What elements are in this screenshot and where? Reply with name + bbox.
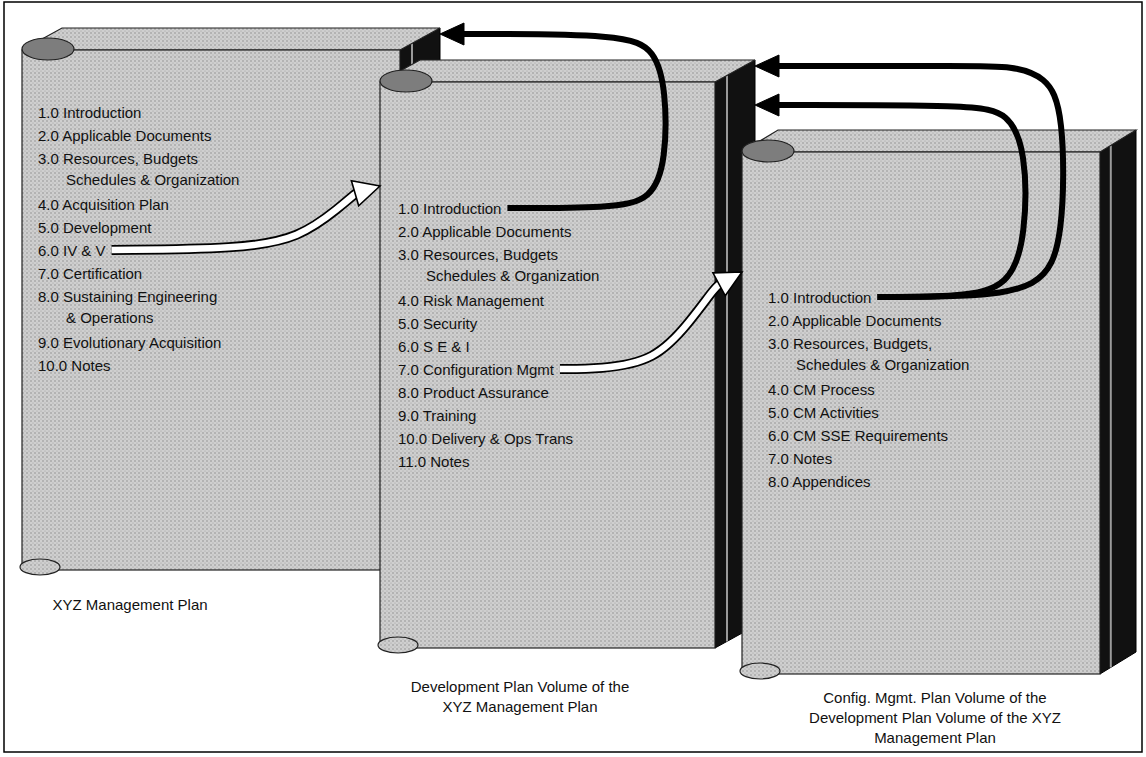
toc-entry-text: 2.0 Applicable Documents — [38, 127, 211, 144]
toc-entry: 11.0 Notes — [398, 451, 475, 472]
toc-entry: 6.0 S E & I — [398, 336, 476, 357]
book-page-edge — [726, 75, 728, 641]
toc-entry-text: 11.0 Notes — [398, 453, 469, 470]
toc-entry: 8.0 Sustaining Engineering & Operations — [38, 286, 229, 328]
toc-entry-text: 7.0 Certification — [38, 265, 142, 282]
toc-entry-text: 10.0 Delivery & Ops Trans — [398, 430, 573, 447]
toc-entry-text: 10.0 Notes — [38, 357, 111, 374]
book-spine — [1100, 130, 1136, 674]
toc-entry: 1.0 Introduction — [768, 287, 877, 308]
book-caption: XYZ Management Plan — [53, 595, 208, 615]
toc-entry: 4.0 Acquisition Plan — [38, 194, 175, 215]
toc-entry-text: 2.0 Applicable Documents — [398, 223, 571, 240]
toc-entry-text: 7.0 Configuration Mgmt — [398, 361, 554, 378]
toc-entry: 7.0 Configuration Mgmt — [398, 359, 560, 380]
toc-entry-text: 1.0 Introduction — [398, 200, 501, 217]
toc-entry: 3.0 Resources, Budgets Schedules & Organ… — [38, 148, 256, 190]
toc-entry-text: 7.0 Notes — [768, 450, 832, 467]
toc-entry-text: 4.0 CM Process — [768, 381, 875, 398]
caption-text: Development Plan Volume of the XYZ Manag… — [411, 678, 629, 715]
toc-entry: 3.0 Resources, Budgets Schedules & Organ… — [398, 244, 616, 286]
toc-entry: 3.0 Resources, Budgets, Schedules & Orga… — [768, 333, 986, 375]
arrow-head — [440, 23, 464, 45]
toc-entry-text: 6.0 IV & V — [38, 242, 106, 259]
toc-entry: 1.0 Introduction — [398, 198, 507, 219]
book-cover-curl — [378, 637, 418, 653]
toc-entry-text: 3.0 Resources, Budgets, Schedules & Orga… — [768, 335, 969, 373]
plan-book: Config. Mgmt. Plan Volume of the Develop… — [742, 130, 1136, 674]
toc-entry: 9.0 Training — [398, 405, 482, 426]
toc-entry-text: 2.0 Applicable Documents — [768, 312, 941, 329]
book-top — [22, 28, 440, 50]
arrow-head — [755, 94, 779, 116]
book-cover — [742, 152, 1100, 674]
toc-entry-text: 3.0 Resources, Budgets Schedules & Organ… — [38, 150, 239, 188]
toc-entry-text: 1.0 Introduction — [38, 104, 141, 121]
toc-entry: 5.0 Security — [398, 313, 483, 334]
toc-entry: 5.0 CM Activities — [768, 402, 885, 423]
outer-frame — [4, 2, 1142, 752]
toc-entry-text: 8.0 Sustaining Engineering & Operations — [38, 288, 217, 326]
toc-entry: 8.0 Product Assurance — [398, 382, 555, 403]
toc-entry: 2.0 Applicable Documents — [768, 310, 947, 331]
toc-entry-text: 5.0 Security — [398, 315, 477, 332]
plan-book: XYZ Management Plan1.0 Introduction2.0 A… — [22, 28, 440, 570]
book-cover-curl — [380, 70, 432, 92]
toc-entry: 6.0 IV & V — [38, 240, 112, 261]
toc-entry-text: 5.0 CM Activities — [768, 404, 879, 421]
book-top — [380, 60, 755, 82]
toc-entry-text: 5.0 Development — [38, 219, 151, 236]
plan-book: Development Plan Volume of the XYZ Manag… — [380, 60, 755, 648]
book-caption: Development Plan Volume of the XYZ Manag… — [402, 677, 638, 717]
book-outline — [742, 130, 1136, 674]
toc-entry: 4.0 CM Process — [768, 379, 881, 400]
book-cover — [22, 50, 400, 570]
toc-entry: 6.0 CM SSE Requirements — [768, 425, 954, 446]
toc-entry-text: 8.0 Product Assurance — [398, 384, 549, 401]
book-top — [742, 130, 1136, 152]
caption-text: Config. Mgmt. Plan Volume of the Develop… — [809, 689, 1061, 746]
book-cover-curl — [22, 38, 74, 60]
toc-entry-text: 1.0 Introduction — [768, 289, 871, 306]
toc-entry-text: 6.0 CM SSE Requirements — [768, 427, 948, 444]
toc-entry-text: 4.0 Risk Management — [398, 292, 544, 309]
toc-entry: 2.0 Applicable Documents — [398, 221, 577, 242]
toc-entry: 7.0 Notes — [768, 448, 838, 469]
toc-entry-text: 4.0 Acquisition Plan — [38, 196, 169, 213]
toc-entry-text: 6.0 S E & I — [398, 338, 470, 355]
toc-entry-text: 9.0 Training — [398, 407, 476, 424]
toc-entry: 10.0 Notes — [38, 355, 117, 376]
toc-entry: 5.0 Development — [38, 217, 157, 238]
toc-entry: 9.0 Evolutionary Acquisition — [38, 332, 227, 353]
toc-entry: 7.0 Certification — [38, 263, 148, 284]
toc-entry-text: 8.0 Appendices — [768, 473, 871, 490]
book-cover-curl — [740, 663, 780, 679]
book-cover — [380, 82, 715, 648]
toc-entry-text: 3.0 Resources, Budgets Schedules & Organ… — [398, 246, 599, 284]
book-cover-curl — [742, 140, 794, 162]
book-caption: Config. Mgmt. Plan Volume of the Develop… — [795, 688, 1075, 748]
book-page-edge — [1110, 145, 1112, 667]
toc-entry: 4.0 Risk Management — [398, 290, 550, 311]
toc-entry: 8.0 Appendices — [768, 471, 877, 492]
book-cover-curl — [20, 559, 60, 575]
toc-entry-text: 9.0 Evolutionary Acquisition — [38, 334, 221, 351]
arrow-head — [755, 55, 779, 77]
toc-entry: 2.0 Applicable Documents — [38, 125, 217, 146]
toc-entry: 10.0 Delivery & Ops Trans — [398, 428, 579, 449]
caption-text: XYZ Management Plan — [53, 596, 208, 613]
toc-entry: 1.0 Introduction — [38, 102, 147, 123]
